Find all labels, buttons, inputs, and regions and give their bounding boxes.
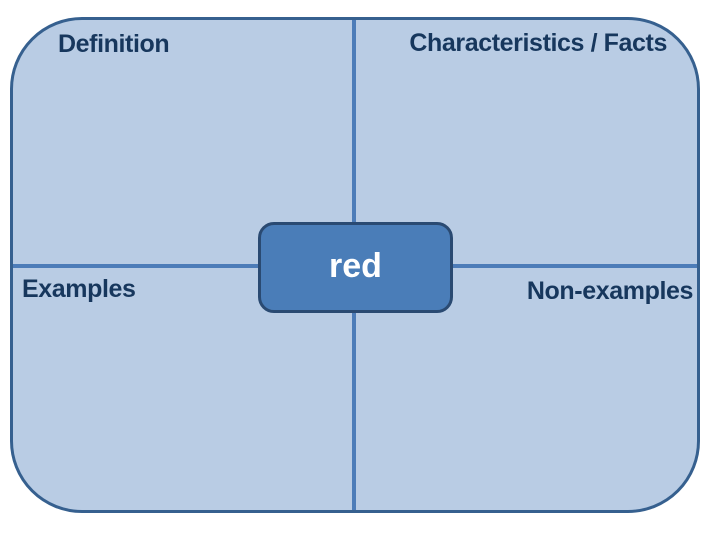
- quadrant-label-non-examples: Non-examples: [526, 277, 693, 305]
- frayer-model-diagram: Definition Characteristics / Facts Examp…: [10, 17, 700, 513]
- center-term-box: red: [258, 222, 453, 313]
- quadrant-label-definition: Definition: [58, 30, 170, 58]
- center-term-text: red: [329, 246, 382, 285]
- quadrant-label-examples: Examples: [22, 275, 136, 303]
- quadrant-label-characteristics-facts: Characteristics / Facts: [409, 29, 667, 57]
